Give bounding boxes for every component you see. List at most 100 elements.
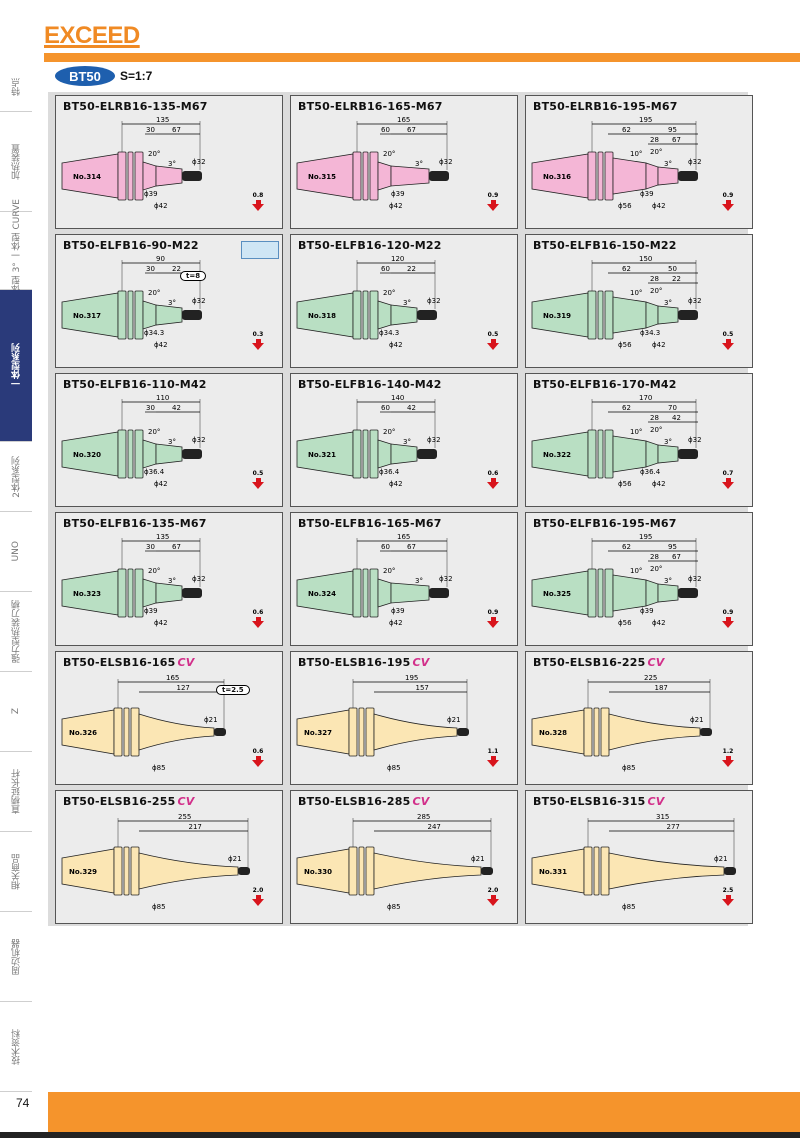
sidebar-item[interactable]: 加热装置 [0, 112, 32, 212]
diameter-a: ϕ34.3 [640, 329, 660, 337]
down-arrow-icon [487, 899, 499, 906]
down-arrow-icon [726, 200, 731, 204]
sidebar-item-label: 一体型 3° 一体型 CURVE [11, 198, 22, 303]
down-arrow-icon [487, 621, 499, 628]
tool-model-title: BT50-ELFB16-110-M42 [63, 378, 207, 391]
tool-model-title: BT50-ELFB16-170-M42 [533, 378, 677, 391]
tool-number: No.320 [73, 451, 101, 459]
tool-number: No.326 [69, 729, 97, 737]
diameter-b: ϕ85 [387, 903, 401, 911]
taper-label: 3° [664, 160, 672, 168]
sidebar-item[interactable]: 技术资料 [0, 1002, 32, 1092]
diameter-tip: ϕ21 [204, 716, 218, 724]
taper-label: 3° [168, 160, 176, 168]
diameter-b: ϕ42 [154, 619, 168, 627]
tool-model-text: BT50-ELSB16-195 [298, 656, 411, 669]
dim-total: 195 [405, 674, 418, 682]
tool-model-title: BT50-ELFB16-120-M22 [298, 239, 442, 252]
angle-label: 10° [630, 567, 642, 575]
diameter-a: ϕ39 [391, 190, 405, 198]
diameter-b: ϕ85 [152, 764, 166, 772]
diameter-a: ϕ39 [391, 607, 405, 615]
tool-model-text: BT50-ELRB16-135-M67 [63, 100, 208, 113]
cv-mark: CV [177, 795, 195, 808]
dim-d1: 127 [177, 684, 190, 692]
down-arrow-icon [722, 482, 734, 489]
diameter-b: ϕ42 [154, 480, 168, 488]
dim-d1: 30 [146, 265, 155, 273]
dim-d3: 28 [650, 136, 659, 144]
dim-d1: 62 [622, 265, 631, 273]
dim-d2: 22 [172, 265, 181, 273]
sidebar-item[interactable]: 特点 [0, 62, 32, 112]
dim-d4: 42 [672, 414, 681, 422]
diameter-b: ϕ85 [152, 903, 166, 911]
taper-label: 3° [403, 438, 411, 446]
dim-total: 195 [639, 533, 652, 541]
diameter-b: ϕ42 [652, 202, 666, 210]
sidebar-item[interactable]: 强力型热装刀柄 [0, 592, 32, 672]
diameter-tip: ϕ32 [192, 297, 206, 305]
tool-model-title: BT50-ELRB16-195-M67 [533, 100, 678, 113]
sidebar-item[interactable]: Z [0, 672, 32, 752]
tool-number: No.329 [69, 868, 97, 876]
angle-label: 20° [383, 289, 395, 297]
sidebar-item[interactable]: 相关商品 [0, 832, 32, 912]
weight-value: 0.9 [722, 609, 734, 616]
tool-model-title: BT50-ELRB16-165-M67 [298, 100, 443, 113]
angle-label: 10° [630, 150, 642, 158]
sidebar-item[interactable]: UNO [0, 512, 32, 592]
down-arrow-icon [256, 478, 261, 482]
tool-model-text: BT50-ELSB16-315 [533, 795, 646, 808]
sidebar-item[interactable]: 周边机器 [0, 912, 32, 1002]
sidebar-item-label: 2体型系列 [11, 455, 22, 498]
sidebar-item[interactable]: 一体型系列 [0, 290, 32, 442]
dim-total: 225 [644, 674, 657, 682]
sidebar-item[interactable]: 2体型系列 [0, 442, 32, 512]
header-accent-bar [44, 53, 800, 62]
sidebar-item[interactable]: 直柄延长杆 [0, 752, 32, 832]
weight-value: 0.9 [722, 192, 734, 199]
dim-total: 90 [156, 255, 165, 263]
angle2-label: 20° [650, 426, 662, 434]
down-arrow-icon [726, 478, 731, 482]
diameter-a: ϕ34.3 [379, 329, 399, 337]
tool-model-text: BT50-ELSB16-285 [298, 795, 411, 808]
dim-total: 150 [639, 255, 652, 263]
down-arrow-icon [726, 756, 731, 760]
tool-model-text: BT50-ELSB16-255 [63, 795, 176, 808]
dim-d3: 28 [650, 275, 659, 283]
dim-d1: 277 [667, 823, 680, 831]
diameter-c: ϕ56 [618, 619, 632, 627]
down-arrow-icon [726, 617, 731, 621]
weight-value: 2.0 [252, 887, 264, 894]
sidebar-item[interactable]: 一体型 3° 一体型 CURVE [0, 199, 32, 302]
